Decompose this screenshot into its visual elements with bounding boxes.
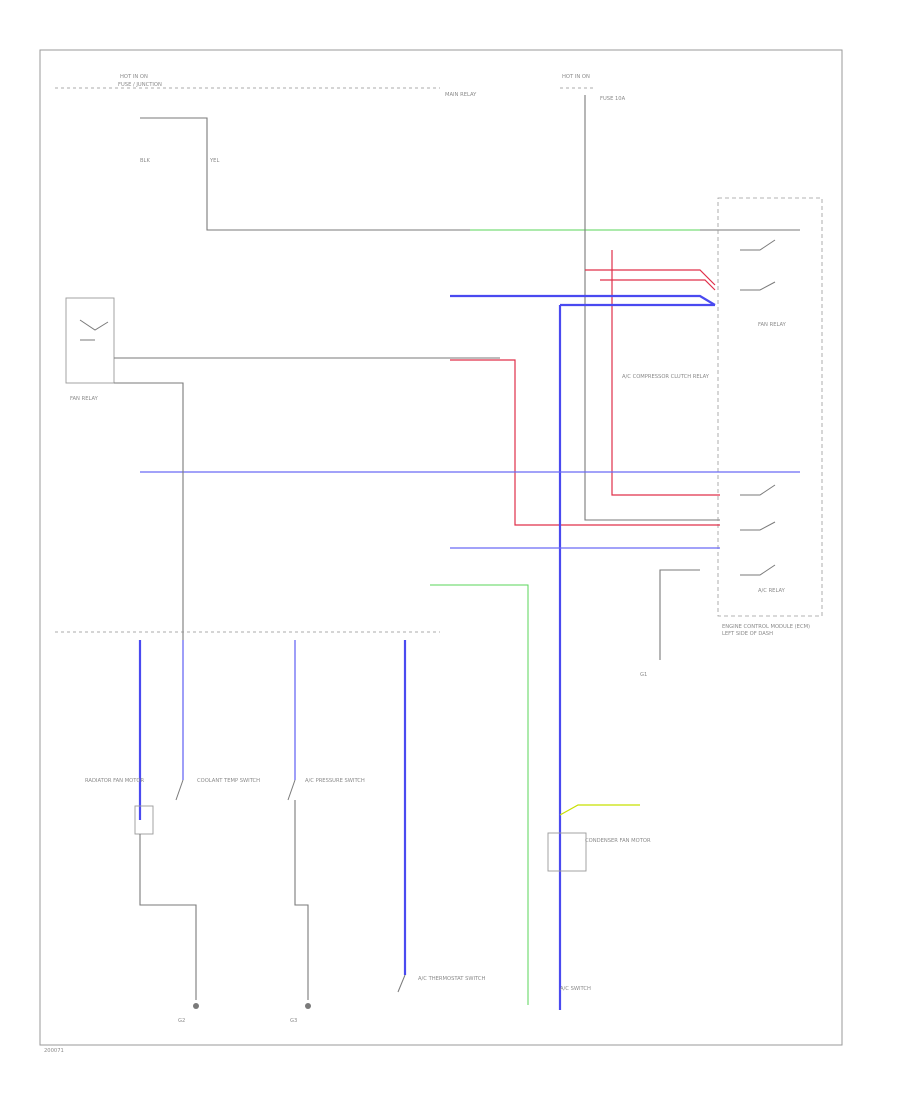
wire-fuse2-down (584, 95, 720, 521)
coolant-switch-label: COOLANT TEMP SWITCH (197, 778, 260, 784)
ecm-box-label: ENGINE CONTROL MODULE (ECM) (722, 624, 810, 630)
wire-label-2: YEL (209, 158, 219, 164)
fuse2-sub-label: FUSE 10A (600, 96, 626, 102)
wire-blue-1 (450, 294, 716, 306)
wire-label-1: BLK (140, 158, 150, 164)
ac-compressor-label: A/C COMPRESSOR CLUTCH RELAY (622, 374, 710, 380)
condenser-motor-icon (547, 832, 587, 872)
wire-red-3 (450, 359, 720, 526)
fuse2-label: HOT IN ON (562, 74, 590, 80)
wire-red-2 (611, 250, 720, 496)
switch-contact-icon (740, 239, 776, 576)
coolant-switch-icon (175, 779, 184, 801)
radiator-fan-label: RADIATOR FAN MOTOR (85, 778, 145, 784)
fuse-label: HOT IN ON (120, 74, 148, 80)
diagram-frame (39, 49, 843, 1046)
wire-red-1 (585, 269, 716, 286)
ecm-box-label-2: LEFT SIDE OF DASH (722, 631, 773, 637)
main-relay-box (65, 297, 115, 384)
fuse-sub-label: FUSE / JUNCTION (118, 82, 162, 88)
wire-relay-down (114, 382, 184, 640)
wire-yellow (559, 804, 640, 816)
a-c-relay-label: A/C RELAY (758, 588, 786, 594)
wire-ground-1 (139, 834, 197, 1000)
ground-g2: G2 (178, 1018, 185, 1024)
pressure-switch-icon (287, 779, 296, 801)
main-relay-label: MAIN RELAY (445, 92, 477, 98)
ground-symbol-icon-2 (305, 1003, 311, 1009)
thermostat-switch-icon (397, 974, 406, 993)
wire-gray-ground (659, 569, 700, 660)
wire-ground-2 (294, 800, 309, 1000)
wire-green-down (430, 584, 529, 1005)
relay-coil-icon (79, 319, 109, 341)
motor-icon (134, 805, 154, 835)
wire-red-4 (600, 279, 716, 291)
fan-relay-label: FAN RELAY (758, 322, 787, 328)
ground-symbol-icon (193, 1003, 199, 1009)
condenser-fan-label: CONDENSER FAN MOTOR (585, 838, 651, 844)
wire-main-relay-feed (140, 117, 800, 231)
page-id: 200071 (44, 1048, 64, 1054)
pressure-switch-label: A/C PRESSURE SWITCH (305, 778, 365, 784)
thermostat-switch-label: A/C THERMOSTAT SWITCH (418, 976, 486, 982)
ac-switch-label: A/C SWITCH (560, 986, 591, 992)
fan-relay-box (717, 197, 823, 617)
ground-g1: G1 (640, 672, 647, 678)
ground-g3: G3 (290, 1018, 297, 1024)
relay-left-label: FAN RELAY (70, 396, 99, 402)
